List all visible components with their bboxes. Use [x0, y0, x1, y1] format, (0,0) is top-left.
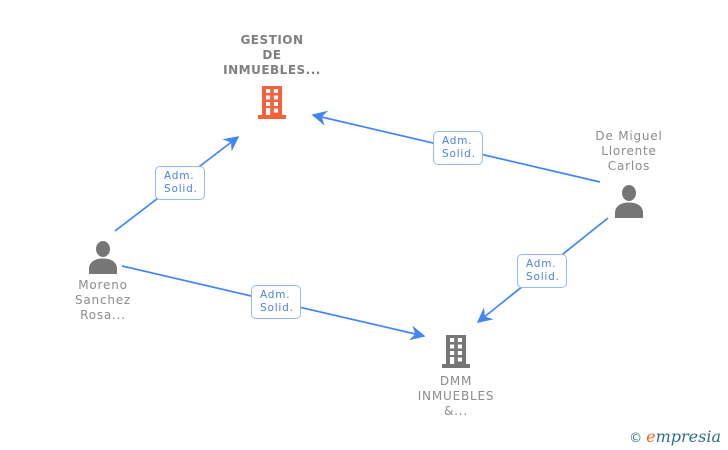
node-gestion-de-inmuebles[interactable]: GESTION DE INMUEBLES... — [197, 33, 347, 119]
edge-label-adm-solid[interactable]: Adm. Solid. — [517, 254, 567, 288]
edge-label-adm-solid[interactable]: Adm. Solid. — [433, 131, 483, 165]
brand-rest: mpresia — [655, 427, 721, 446]
node-label: Moreno Sanchez Rosa... — [74, 278, 132, 322]
empresia-logo[interactable]: © empresia — [629, 427, 721, 446]
node-dmm-inmuebles[interactable]: DMM INMUEBLES &... — [396, 335, 516, 419]
building-icon — [257, 86, 287, 119]
edge-label-adm-solid[interactable]: Adm. Solid. — [251, 285, 301, 319]
node-moreno-sanchez-rosa[interactable]: Moreno Sanchez Rosa... — [43, 241, 163, 323]
node-label: De Miguel Llorente Carlos — [595, 129, 663, 173]
edge-label-adm-solid[interactable]: Adm. Solid. — [155, 166, 205, 200]
building-icon — [441, 335, 471, 368]
person-icon — [610, 185, 648, 218]
brand-wordmark: empresia — [646, 427, 721, 446]
node-label: DMM INMUEBLES &... — [417, 374, 495, 418]
brand-first-letter: e — [646, 427, 656, 446]
copyright-icon: © — [629, 431, 643, 446]
node-de-miguel-llorente-carlos[interactable]: De Miguel Llorente Carlos — [569, 129, 689, 218]
node-label: GESTION DE INMUEBLES... — [223, 33, 321, 77]
person-icon — [84, 241, 122, 274]
